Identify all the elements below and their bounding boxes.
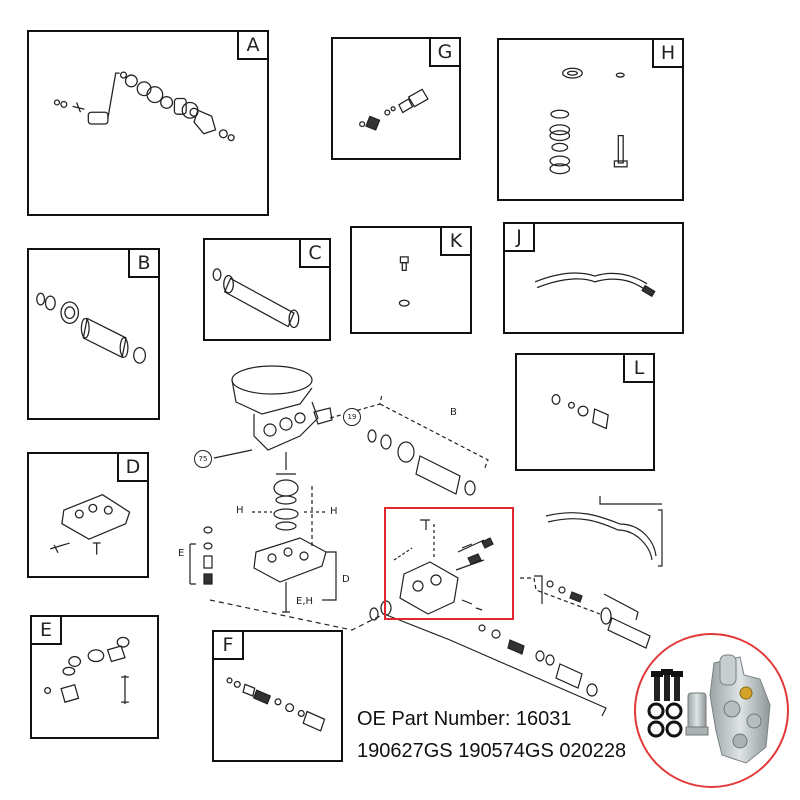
callout-19: 19	[343, 408, 361, 426]
panel-b: B	[27, 248, 160, 420]
oe-alt-numbers: 190627GS 190574GS 020228	[357, 740, 627, 762]
part-drawing	[53, 71, 235, 142]
label-h-left: H	[236, 505, 244, 516]
part-drawing	[50, 493, 131, 555]
panel-f: F	[212, 630, 343, 762]
label-e-h: E,H	[296, 596, 314, 607]
panel-label: F	[212, 630, 244, 660]
product-photo	[634, 633, 789, 788]
panel-c: C	[203, 238, 331, 341]
panel-label: A	[237, 30, 269, 60]
panel-label: B	[128, 248, 160, 278]
part-drawing	[534, 272, 656, 298]
panel-label: K	[440, 226, 472, 256]
label-h-right: H	[330, 506, 338, 517]
part-drawing	[398, 256, 410, 307]
part-drawing	[36, 292, 147, 364]
panel-h: H	[497, 38, 684, 201]
manifold-photo-illustration	[647, 654, 771, 764]
panel-label: C	[299, 238, 331, 268]
panel-e: E	[30, 615, 159, 739]
callout-75: 75	[194, 450, 212, 468]
panel-d: D	[27, 452, 149, 578]
panel-k: K	[350, 226, 472, 334]
label-e: E	[178, 548, 185, 559]
label-b: B	[450, 407, 457, 418]
panel-a: A	[27, 30, 269, 216]
panel-label: L	[623, 353, 655, 383]
part-drawing	[359, 88, 429, 131]
part-drawing	[549, 67, 628, 175]
panel-label: G	[429, 37, 461, 67]
panel-label: J	[503, 222, 535, 252]
panel-label: D	[117, 452, 149, 482]
panel-g: G	[331, 37, 461, 160]
part-drawing	[226, 677, 326, 732]
part-drawing	[44, 636, 130, 705]
label-d: D	[342, 574, 350, 585]
panel-j: J	[503, 222, 684, 334]
highlighted-valve-assembly	[384, 507, 514, 620]
panel-label: E	[30, 615, 62, 645]
part-drawing	[551, 393, 609, 430]
part-drawing	[212, 268, 300, 329]
oe-part-number: OE Part Number: 16031	[357, 708, 572, 730]
panel-l: L	[515, 353, 655, 471]
panel-label: H	[652, 38, 684, 68]
